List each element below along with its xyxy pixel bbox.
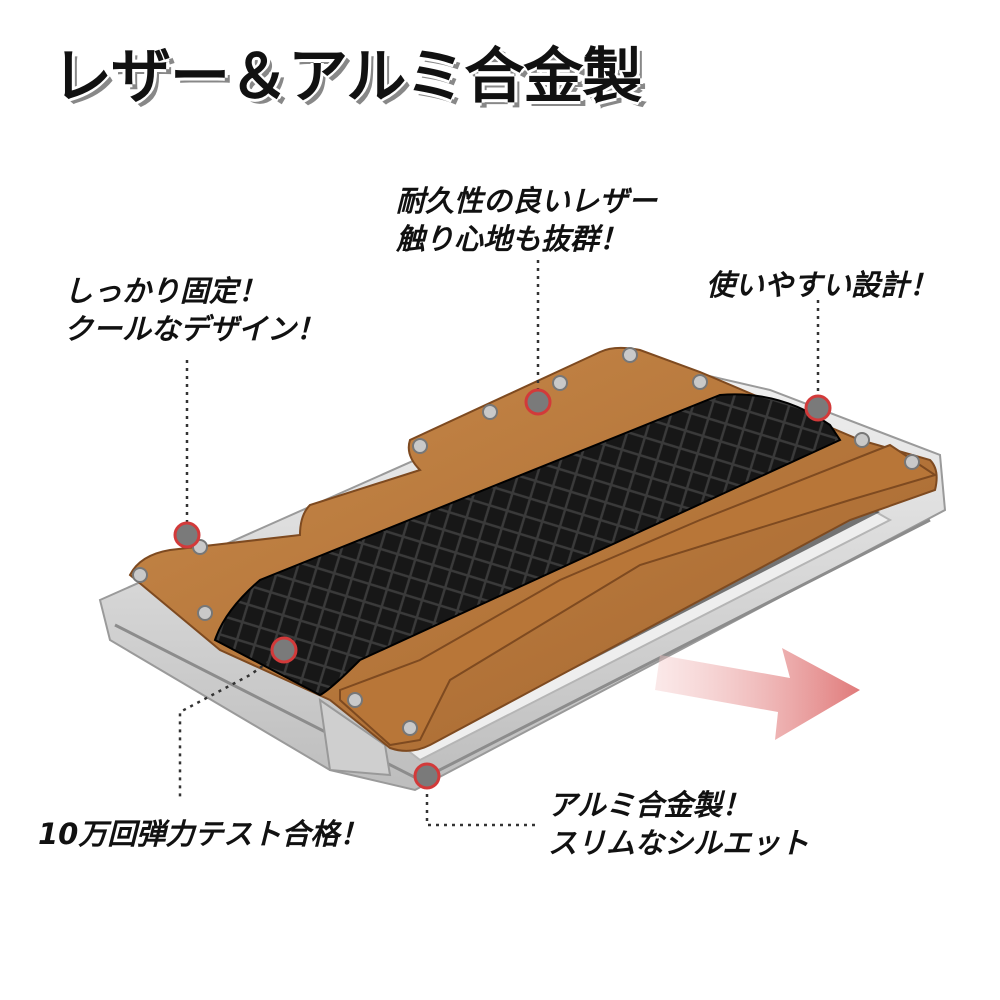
marker-dots: [173, 388, 832, 790]
marker-dot-icon: [270, 636, 298, 664]
callout-leather: 耐久性の良いレザー 触り心地も抜群！: [396, 182, 657, 258]
callout-aluminum-line2: スリムなシルエット: [548, 826, 810, 860]
marker-dot-icon: [173, 521, 201, 549]
marker-dot-icon: [804, 394, 832, 422]
callout-secure: しっかり固定！ クールなデザイン！: [64, 272, 325, 348]
slide-out-arrow-icon: [655, 648, 860, 740]
callout-secure-line1: しっかり固定！: [64, 274, 268, 308]
callout-aluminum-line1: アルミ合金製！: [548, 788, 751, 822]
callout-easy-line1: 使いやすい設計！: [706, 268, 939, 302]
marker-dot-icon: [524, 388, 552, 416]
callout-easy: 使いやすい設計！: [706, 266, 938, 304]
rivets: [132, 347, 920, 736]
callout-leather-line2: 触り心地も抜群！: [396, 222, 629, 256]
marker-dot-icon: [413, 762, 441, 790]
leader-lines: [178, 260, 820, 827]
callout-secure-line2: クールなデザイン！: [64, 312, 326, 346]
elastic-band: [213, 393, 842, 697]
callout-leather-line1: 耐久性の良いレザー: [396, 184, 658, 218]
callout-elastic: 10万回弾力テスト合格！: [38, 815, 368, 853]
callout-elastic-line1: 10万回弾力テスト合格！: [38, 817, 369, 851]
headline: レザー＆アルミ合金製: [52, 42, 642, 112]
callout-aluminum: アルミ合金製！ スリムなシルエット: [548, 786, 809, 862]
